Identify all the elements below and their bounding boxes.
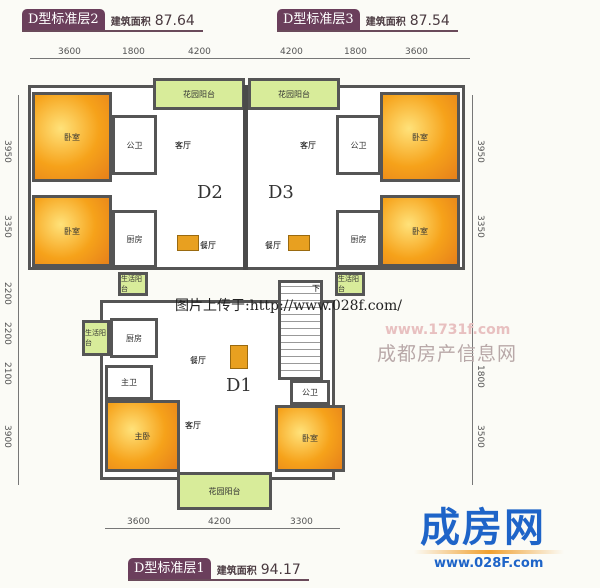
room-label: 花园阳台: [208, 486, 241, 496]
bedroom-d1: 卧室: [275, 405, 345, 472]
living-label-d3: 客厅: [300, 141, 316, 150]
logo-swoosh: [414, 550, 564, 554]
master-bedroom-d1: 主卧: [105, 400, 180, 472]
room-label: 卧室: [412, 226, 428, 236]
floor-header-1: D型标准层1 建筑面积 94.17: [128, 557, 309, 581]
garden-balcony-d1: 花园阳台: [177, 472, 272, 510]
room-label: 主卫: [121, 378, 137, 387]
bedroom-d3-2: 卧室: [380, 195, 460, 267]
room-label: 花园阳台: [278, 89, 310, 99]
site-name-watermark: 成都房产信息网: [377, 343, 518, 365]
upload-watermark: 图片上传于:http://www.028f.com/: [175, 298, 402, 314]
room-label: 公卫: [126, 140, 143, 150]
room-label: 卧室: [302, 434, 318, 443]
dim-label: 3300: [290, 517, 313, 527]
public-bath-d1: 公卫: [290, 380, 330, 405]
area-label: 建筑面积: [365, 17, 406, 28]
public-bath-d2: 公卫: [112, 115, 157, 175]
area-value: 87.64: [154, 13, 195, 29]
bedroom-d2-2: 卧室: [32, 195, 112, 267]
brand-url: www.028F.com: [434, 556, 544, 571]
dim-label: 2100: [2, 362, 12, 385]
kitchen-d3: 厨房: [336, 210, 381, 268]
dim-label: 2200: [2, 322, 12, 345]
floor-tag: D型标准层2: [22, 9, 105, 30]
room-label: 花园阳台: [183, 89, 215, 99]
living-label-d1: 客厅: [185, 421, 201, 430]
area-label: 建筑面积: [216, 566, 257, 577]
dimension-line-right: [472, 95, 473, 485]
dim-label: 3600: [405, 47, 428, 57]
dining-table-icon: [288, 235, 310, 251]
kitchen-d1: 厨房: [110, 318, 158, 358]
dim-label: 1800: [344, 47, 367, 57]
stairwell: [278, 280, 323, 380]
stair-down-label: 下: [312, 284, 320, 293]
dim-label: 1800: [475, 365, 485, 388]
dimension-line-top: [30, 58, 470, 59]
room-label: 生活阳台: [338, 275, 359, 293]
floor-tag: D型标准层3: [277, 9, 360, 30]
floor-header-3: D型标准层3 建筑面积 87.54: [277, 8, 458, 32]
unit-label-d1: D1: [226, 375, 252, 396]
dim-label: 3600: [58, 47, 81, 57]
dining-label-d1: 餐厅: [190, 356, 206, 365]
dim-label: 3500: [475, 425, 485, 448]
dim-label: 2200: [2, 282, 12, 305]
area-label: 建筑面积: [110, 17, 151, 28]
room-label: 厨房: [350, 234, 367, 244]
garden-balcony-d3: 花园阳台: [248, 78, 340, 110]
dining-label-d3: 餐厅: [265, 241, 281, 250]
dim-label: 3900: [2, 425, 12, 448]
dining-label-d2: 餐厅: [200, 241, 216, 250]
dining-table-icon: [177, 235, 199, 251]
kitchen-d2: 厨房: [112, 210, 157, 268]
floor-tag: D型标准层1: [128, 558, 211, 579]
room-label: 卧室: [64, 132, 80, 142]
unit-label-d2: D2: [197, 182, 223, 203]
bedroom-d2-1: 卧室: [32, 92, 112, 182]
room-label: 卧室: [412, 132, 428, 142]
site-url-watermark: www.1731f.com: [385, 322, 511, 338]
utility-balcony-d1: 生活阳台: [82, 320, 110, 356]
unit-label-d3: D3: [268, 182, 294, 203]
living-label-d2: 客厅: [175, 141, 191, 150]
dim-label: 3950: [2, 140, 12, 163]
master-bath-d1: 主卫: [105, 365, 153, 400]
area-value: 94.17: [260, 562, 301, 578]
dim-label: 3950: [475, 140, 485, 163]
room-label: 厨房: [126, 234, 143, 244]
room-label: 生活阳台: [121, 275, 142, 293]
dim-label: 4200: [208, 517, 231, 527]
dim-label: 3350: [2, 215, 12, 238]
utility-balcony-d2: 生活阳台: [118, 272, 148, 296]
dining-table-icon: [230, 345, 248, 369]
room-label: 厨房: [126, 333, 142, 343]
area-value: 87.54: [409, 13, 450, 29]
dim-label: 4200: [188, 47, 211, 57]
dim-label: 3600: [127, 517, 150, 527]
room-label: 公卫: [350, 140, 367, 150]
utility-balcony-d3: 生活阳台: [335, 272, 365, 296]
room-label: 公卫: [302, 388, 318, 397]
dim-label: 3350: [475, 215, 485, 238]
dim-label: 4200: [280, 47, 303, 57]
dim-label: 1800: [122, 47, 145, 57]
room-label: 生活阳台: [85, 329, 106, 347]
room-label: 主卧: [134, 431, 151, 441]
dimension-line-left: [18, 95, 19, 485]
garden-balcony-d2: 花园阳台: [153, 78, 245, 110]
dimension-line-bottom: [105, 528, 340, 529]
party-wall: [243, 85, 248, 270]
room-label: 卧室: [64, 226, 80, 236]
floor-header-2: D型标准层2 建筑面积 87.64: [22, 8, 203, 32]
public-bath-d3: 公卫: [336, 115, 381, 175]
bedroom-d3-1: 卧室: [380, 92, 460, 182]
brand-logo: 成房网: [420, 505, 546, 551]
